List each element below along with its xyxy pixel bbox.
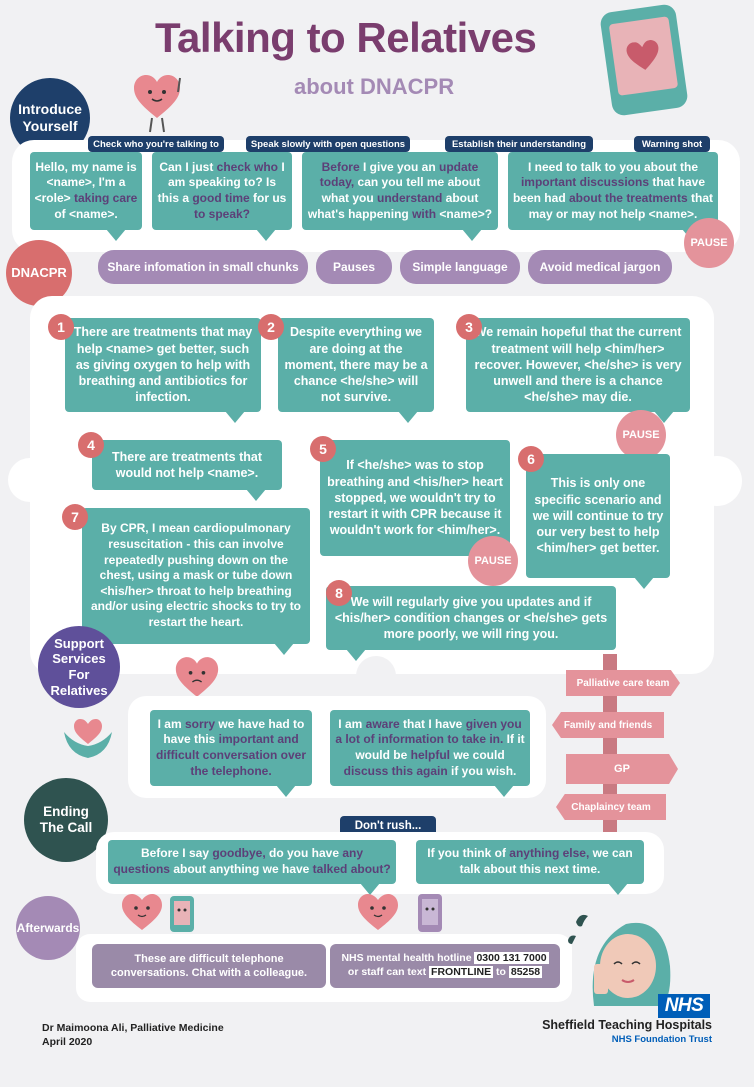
heart-mascot-icon [132, 74, 182, 139]
tip-simple-language: Simple language [400, 250, 520, 284]
puzzle-notch-bottom [356, 656, 396, 696]
section-dnacpr: DNACPR [6, 240, 72, 306]
tip-small-chunks: Share infomation in small chunks [98, 250, 308, 284]
support-bubble-sorry: I am sorry we have had to have this impo… [150, 710, 312, 797]
tag-establish-understanding: Establish their understanding [445, 136, 593, 152]
pause-badge-step3: PAUSE [616, 410, 666, 460]
afterwards-colleague-box: These are difficult telephone conversati… [92, 944, 326, 988]
step-7-number: 7 [62, 504, 88, 530]
step-5-number: 5 [310, 436, 336, 462]
support-bubble-aware: I am aware that I have given you a lot o… [330, 710, 530, 797]
signpost-pole [603, 654, 617, 834]
dont-rush-label: Don't rush... [340, 816, 436, 836]
publication-date: April 2020 [42, 1036, 93, 1048]
section-afterwards: Afterwards [16, 896, 80, 960]
heart-phone-mascot-left-icon [120, 892, 204, 947]
trust-subtitle: NHS Foundation Trust [611, 1034, 712, 1045]
tip-pauses: Pauses [316, 250, 392, 284]
intro-bubble-update: Before I give you an update today, can y… [302, 152, 498, 241]
signpost-palliative-care: Palliative care team [566, 670, 680, 696]
step-1-number: 1 [48, 314, 74, 340]
step-7-bubble: By CPR, I mean cardiopulmonary resuscita… [82, 508, 310, 655]
ending-bubble-questions: Before I say goodbye, do you have any qu… [108, 840, 396, 895]
tip-avoid-jargon: Avoid medical jargon [528, 250, 672, 284]
tag-warning-shot: Warning shot [634, 136, 710, 152]
step-3-number: 3 [456, 314, 482, 340]
step-1-bubble: There are treatments that may help <name… [65, 318, 261, 423]
pause-badge-intro: PAUSE [684, 218, 734, 268]
step-2-bubble: Despite everything we are doing at the m… [278, 318, 434, 423]
section-support-services: Support Services For Relatives [38, 626, 120, 708]
ending-bubble-anything-else: If you think of anything else, we can ta… [416, 840, 644, 895]
step-5-bubble: If <he/she> was to stop breathing and <h… [320, 440, 510, 567]
phone-heart-icon [599, 3, 689, 117]
puzzle-tab-left [8, 458, 52, 502]
signpost-chaplaincy: Chaplaincy team [556, 794, 666, 820]
step-6-number: 6 [518, 446, 544, 472]
puzzle-tab-right [692, 456, 742, 506]
page-title: Talking to Relatives [155, 14, 537, 61]
step-8-bubble: We will regularly give you updates and i… [326, 586, 616, 661]
signpost-family-friends: Family and friends [552, 712, 664, 738]
nhs-logo: NHS [658, 994, 710, 1018]
tag-speak-slowly: Speak slowly with open questions [246, 136, 410, 152]
step-2-number: 2 [258, 314, 284, 340]
signpost-gp: GP [566, 754, 678, 784]
tag-check-who: Check who you're talking to [88, 136, 224, 152]
intro-bubble-hello: Hello, my name is <name>, I'm a <role> t… [30, 152, 142, 241]
person-on-phone-icon [566, 906, 678, 1011]
trust-name: Sheffield Teaching Hospitals [542, 1018, 712, 1032]
step-3-bubble: We remain hopeful that the current treat… [466, 318, 690, 423]
heart-phone-mascot-right-icon [356, 892, 446, 947]
pause-badge-step5: PAUSE [468, 536, 518, 586]
step-4-number: 4 [78, 432, 104, 458]
author-credit: Dr Maimoona Ali, Palliative Medicine [42, 1022, 224, 1034]
step-8-number: 8 [326, 580, 352, 606]
page-subtitle: about DNACPR [294, 74, 455, 99]
hands-heart-icon [62, 714, 114, 765]
step-4-bubble: There are treatments that would not help… [92, 440, 282, 501]
intro-bubble-check: Can I just check who I am speaking to? I… [152, 152, 292, 241]
section-ending-call: Ending The Call [24, 778, 108, 862]
intro-bubble-warning: I need to talk to you about the importan… [508, 152, 718, 241]
step-6-bubble: This is only one specific scenario and w… [526, 454, 670, 589]
